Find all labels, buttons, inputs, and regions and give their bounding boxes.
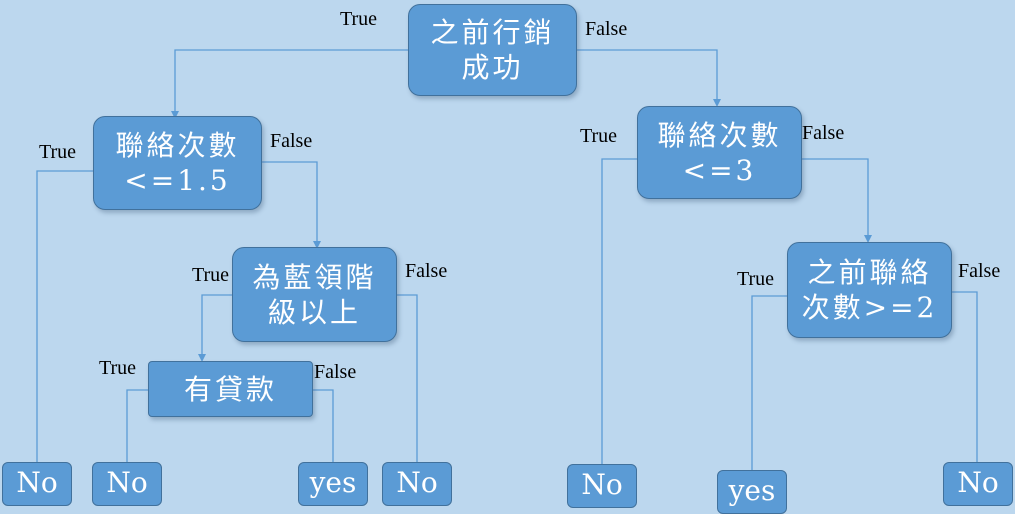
branch-label-true: True bbox=[192, 264, 230, 286]
branch-label-false: False bbox=[802, 122, 845, 144]
branch-label-false: False bbox=[270, 130, 313, 152]
edge-bluecollar-false bbox=[397, 294, 418, 462]
branch-label-true: True bbox=[580, 125, 618, 147]
leaf-no: No bbox=[92, 462, 162, 506]
edge-prevcontacts-true bbox=[751, 295, 787, 470]
node-contact-count-le-3: 聯絡次數 <=3 bbox=[637, 106, 802, 199]
edge-contacts3-true bbox=[601, 158, 637, 464]
edge-root-false bbox=[577, 49, 718, 105]
edge-contacts15-true bbox=[36, 170, 93, 462]
node-label-line-2: 成功 bbox=[461, 51, 524, 84]
node-blue-collar-or-above: 為藍領階 級以上 bbox=[232, 247, 397, 342]
branch-label-false: False bbox=[314, 361, 357, 383]
branch-label-false: False bbox=[958, 260, 1001, 282]
branch-label-true: True bbox=[737, 268, 775, 290]
branch-label-false: False bbox=[405, 260, 448, 282]
edge-contacts3-false bbox=[802, 158, 869, 241]
leaf-no: No bbox=[567, 464, 637, 508]
edge-contacts15-false bbox=[262, 161, 318, 247]
node-label-line-1: 聯絡次數 bbox=[115, 129, 240, 162]
node-label-line-2: 級以上 bbox=[267, 295, 361, 329]
edge-prevcontacts-false bbox=[952, 291, 978, 462]
node-previous-contacts-ge-2: 之前聯絡 次數>=2 bbox=[787, 242, 952, 338]
edge-loan-false bbox=[313, 389, 334, 462]
leaf-no: No bbox=[943, 462, 1013, 506]
branch-label-true: True bbox=[39, 141, 77, 163]
tree-edges bbox=[36, 49, 978, 470]
edge-root-true bbox=[174, 49, 408, 117]
node-contact-count-le-1-5: 聯絡次數 <=1.5 bbox=[93, 116, 262, 210]
leaf-no: No bbox=[382, 462, 452, 506]
leaf-no: No bbox=[2, 462, 72, 506]
branch-label-true: True bbox=[99, 357, 137, 379]
node-label-line-2: 次數>=2 bbox=[801, 291, 938, 324]
branch-label-false: False bbox=[585, 18, 628, 40]
node-has-loan: 有貸款 bbox=[148, 361, 313, 417]
leaf-yes: yes bbox=[298, 462, 368, 506]
node-label-line-2: <=1.5 bbox=[124, 164, 231, 197]
node-label-line-1: 為藍領階 bbox=[252, 260, 377, 294]
node-label-line-1: 有貸款 bbox=[183, 372, 277, 406]
node-previous-marketing-success: 之前行銷 成功 bbox=[408, 4, 577, 96]
node-label-line-1: 聯絡次數 bbox=[657, 118, 782, 152]
leaf-yes: yes bbox=[717, 470, 787, 514]
node-label-line-1: 之前聯絡 bbox=[807, 256, 932, 289]
node-label-line-2: <=3 bbox=[682, 153, 757, 187]
edge-bluecollar-true bbox=[201, 294, 232, 360]
edge-loan-true bbox=[126, 389, 148, 462]
branch-label-true: True bbox=[340, 8, 378, 30]
node-label-line-1: 之前行銷 bbox=[430, 16, 555, 49]
